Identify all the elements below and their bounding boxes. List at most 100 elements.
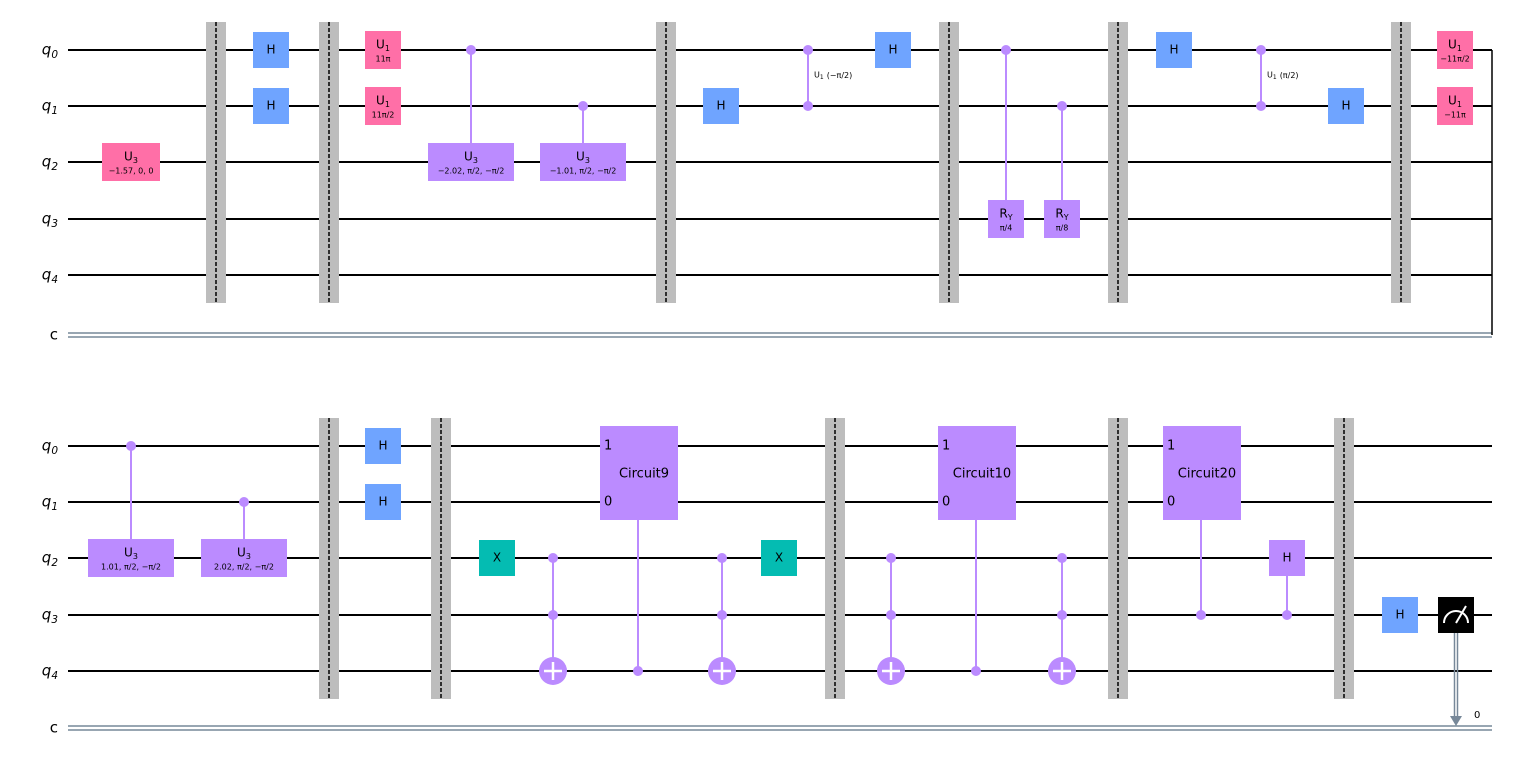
wire-label: q4 <box>42 662 58 683</box>
gate-box <box>1269 540 1305 576</box>
gate-box: H <box>1382 597 1418 633</box>
gate-box <box>703 88 739 124</box>
gate-box <box>365 428 401 464</box>
gate-box: U3−1.57, 0, 0 <box>102 143 160 181</box>
wire-label: q3 <box>42 210 58 231</box>
control-dot <box>717 553 727 563</box>
barrier <box>939 22 959 303</box>
wire-label-subscript: 4 <box>51 274 58 286</box>
barrier <box>825 418 845 699</box>
barrier <box>1334 418 1354 699</box>
subcircuit-qubit-index: 1 <box>1167 439 1175 454</box>
meter-needle <box>1455 605 1467 624</box>
gate-box: H <box>1328 88 1364 124</box>
gate-controlled: U3−2.02, π/2, −π/2 <box>428 45 514 181</box>
phase-label-parameter: (−π/2) <box>827 71 853 80</box>
wire-label: q2 <box>42 549 59 570</box>
gate-box <box>428 143 514 181</box>
control-dot <box>578 101 588 111</box>
gate-ccx <box>539 553 567 685</box>
gate-parameter: −11π/2 <box>1440 55 1469 64</box>
control-dot <box>886 610 896 620</box>
gate-parameter: −2.02, π/2, −π/2 <box>438 167 505 176</box>
control-dot <box>886 553 896 563</box>
control-dot <box>239 497 249 507</box>
wire-label: c <box>50 326 58 344</box>
gate-name: H <box>1282 551 1291 565</box>
control-dot <box>1057 553 1067 563</box>
gate-parameter: −1.57, 0, 0 <box>109 167 154 176</box>
subcircuit-name: Circuit20 <box>1178 467 1236 482</box>
phase-label-subscript: 1 <box>820 74 824 81</box>
gate-box <box>365 484 401 520</box>
gate-subscript: 3 <box>473 156 478 165</box>
barrier <box>319 22 339 303</box>
subcircuit-qubit-index: 0 <box>942 495 950 510</box>
wire-label-subscript: 1 <box>51 501 58 513</box>
gate-box <box>1044 200 1080 238</box>
subcircuit-qubit-index: 1 <box>942 439 950 454</box>
wire-label: q0 <box>42 437 59 458</box>
wire-label-subscript: 2 <box>51 557 58 569</box>
control-dot <box>466 45 476 55</box>
gate-box <box>88 539 174 577</box>
phase-label-parameter: (π/2) <box>1280 71 1299 80</box>
wire-label: c <box>50 719 58 737</box>
gate-name: H <box>266 99 275 113</box>
gate-box <box>479 540 515 576</box>
gate-box <box>761 540 797 576</box>
gate-parameter: π/4 <box>1000 224 1013 233</box>
gate-box: H <box>365 484 401 520</box>
gate-name: X <box>775 551 783 565</box>
gate-box: H <box>703 88 739 124</box>
gate-box: H <box>253 88 289 124</box>
control-dot <box>803 101 813 111</box>
gate-box: H <box>365 428 401 464</box>
gate-cphase: U1(−π/2) <box>803 45 852 111</box>
gate-subscript: 1 <box>1457 44 1462 53</box>
wire-label-subscript: 3 <box>51 218 58 230</box>
gate-parameter: −1.01, π/2, −π/2 <box>550 167 617 176</box>
gate-parameter: 11π <box>376 55 391 64</box>
gate-subscript: 1 <box>1457 100 1462 109</box>
subcircuit-name: Circuit9 <box>619 467 669 482</box>
barrier <box>319 418 339 699</box>
gate-box <box>1328 88 1364 124</box>
gate-ccx <box>708 553 736 685</box>
gate-name: H <box>378 495 387 509</box>
gate-box: X <box>761 540 797 576</box>
control-dot <box>1057 610 1067 620</box>
barrier <box>1391 22 1411 303</box>
control-dot <box>548 610 558 620</box>
gate-box <box>540 143 626 181</box>
measure-arrow <box>1450 716 1462 726</box>
gate-box <box>1382 597 1418 633</box>
phase-label: U1(−π/2) <box>814 71 852 81</box>
gate-box <box>253 88 289 124</box>
gate-controlled: RYπ/8 <box>1044 101 1080 238</box>
barrier <box>1108 22 1128 303</box>
gate-subscript: 1 <box>385 44 390 53</box>
control-dot <box>633 666 643 676</box>
gate-subscript: 3 <box>246 552 251 561</box>
barrier <box>656 22 676 303</box>
wire-label-subscript: 2 <box>51 161 58 173</box>
gate-box: U1−11π/2 <box>1437 31 1473 69</box>
gate-subscript: 3 <box>133 552 138 561</box>
control-dot <box>1282 610 1292 620</box>
control-dot <box>126 441 136 451</box>
classical-bit-index: 0 <box>1474 710 1480 721</box>
gate-parameter: 11π/2 <box>372 111 395 120</box>
gate-name: H <box>1169 43 1178 57</box>
phase-label-subscript: 1 <box>1273 74 1277 81</box>
subcircuit-qubit-index: 1 <box>604 439 612 454</box>
gate-name: H <box>888 43 897 57</box>
gate-controlled: U3−1.01, π/2, −π/2 <box>540 101 626 181</box>
gate-box <box>253 32 289 68</box>
wire-label-subscript: 0 <box>51 49 58 61</box>
barrier <box>431 418 451 699</box>
